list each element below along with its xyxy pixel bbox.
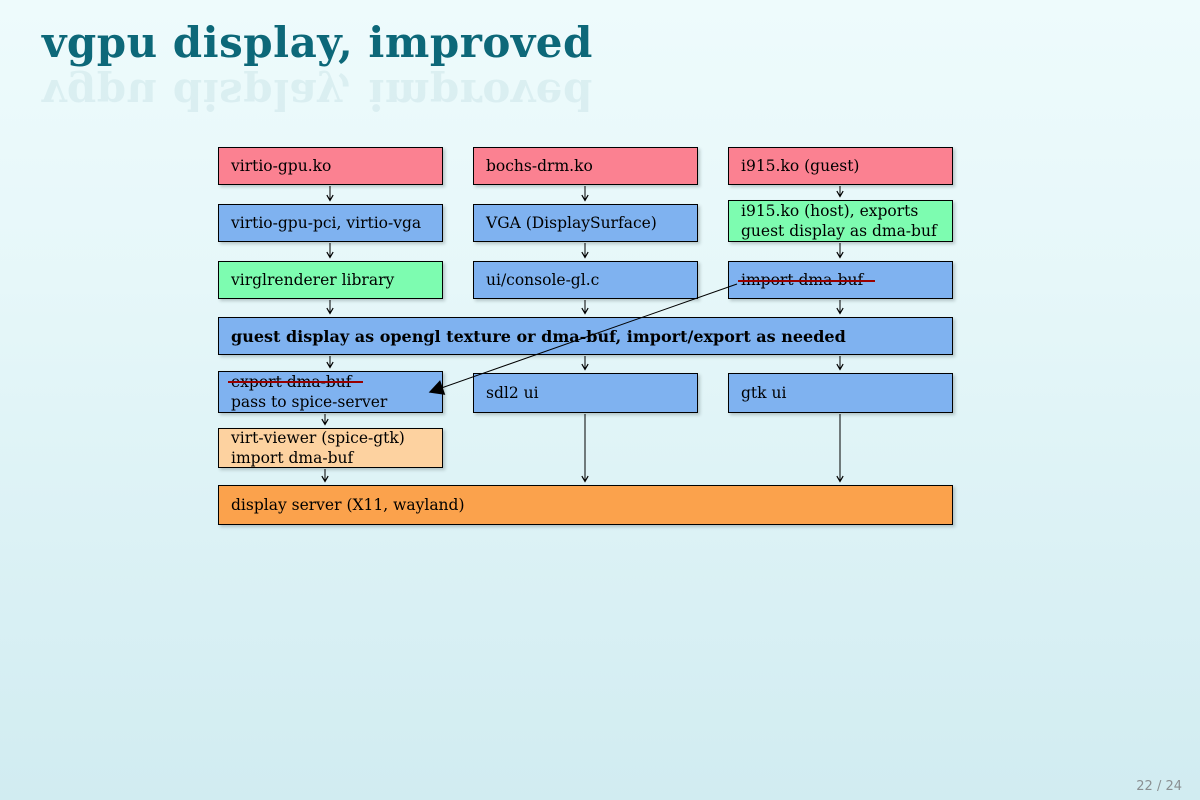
- box-label: guest display as opengl texture or dma-b…: [231, 326, 846, 346]
- box-label: gtk ui: [741, 384, 787, 402]
- box-virt-viewer: virt-viewer (spice-gtk) import dma-buf: [218, 428, 443, 468]
- box-label: i915.ko (guest): [741, 157, 860, 175]
- box-vga-displaysurface: VGA (DisplaySurface): [473, 204, 698, 242]
- box-label: virglrenderer library: [231, 271, 395, 289]
- box-label-strikethrough: export dma-buf: [227, 372, 365, 391]
- box-label: VGA (DisplaySurface): [486, 214, 657, 232]
- box-i915-guest: i915.ko (guest): [728, 147, 953, 185]
- box-label-line2: pass to spice-server: [231, 393, 388, 411]
- box-label: virtio-gpu-pci, virtio-vga: [231, 214, 422, 232]
- box-i915-host: i915.ko (host), exports guest display as…: [728, 200, 953, 242]
- box-label-strikethrough: import dma-buf: [737, 271, 876, 289]
- box-gtk-ui: gtk ui: [728, 373, 953, 413]
- box-label: display server (X11, wayland): [231, 496, 465, 514]
- box-label-line1: i915.ko (host), exports: [741, 201, 919, 220]
- box-label: virtio-gpu.ko: [231, 157, 332, 175]
- box-display-server: display server (X11, wayland): [218, 485, 953, 525]
- slide-title: vgpu display, improved: [42, 18, 593, 67]
- box-label-line1: virt-viewer (spice-gtk): [231, 428, 405, 447]
- box-sdl2-ui: sdl2 ui: [473, 373, 698, 413]
- box-label-line2: guest display as dma-buf: [741, 222, 937, 240]
- box-label: sdl2 ui: [486, 384, 539, 402]
- box-label-line2: import dma-buf: [231, 449, 354, 467]
- slide-title-reflection: vgpu display, improved: [42, 70, 593, 119]
- box-bochs-drm-ko: bochs-drm.ko: [473, 147, 698, 185]
- box-virglrenderer: virglrenderer library: [218, 261, 443, 299]
- box-import-dma-buf: import dma-buf: [728, 261, 953, 299]
- box-guest-display: guest display as opengl texture or dma-b…: [218, 317, 953, 355]
- box-ui-console-gl: ui/console-gl.c: [473, 261, 698, 299]
- page-number: 22 / 24: [1136, 779, 1182, 794]
- box-export-pass-spice: export dma-buf pass to spice-server: [218, 371, 443, 413]
- box-label: ui/console-gl.c: [486, 271, 600, 289]
- box-virtio-gpu-pci: virtio-gpu-pci, virtio-vga: [218, 204, 443, 242]
- box-label: bochs-drm.ko: [486, 157, 593, 175]
- box-virtio-gpu-ko: virtio-gpu.ko: [218, 147, 443, 185]
